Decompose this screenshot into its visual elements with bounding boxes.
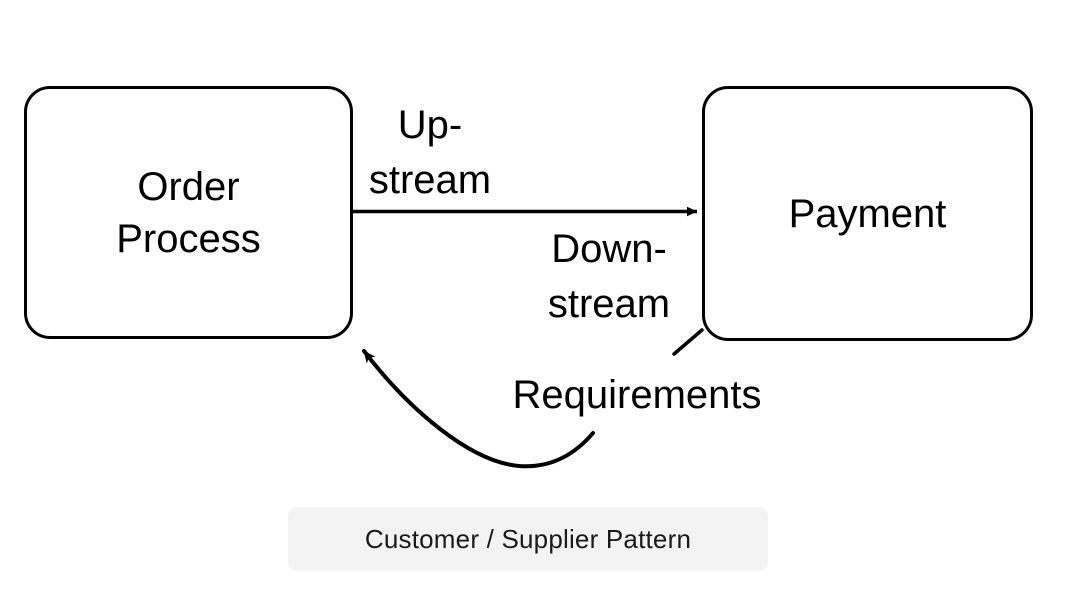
caption-text: Customer / Supplier Pattern: [364, 523, 692, 554]
node-payment[interactable]: Payment: [702, 86, 1033, 341]
edge-label-upstream: Up- stream: [368, 103, 492, 202]
edge-payment-to-order: [362, 349, 595, 469]
edge-label-requirements: Requirements: [512, 373, 762, 417]
edge-label-downstream: Down- stream: [547, 227, 671, 326]
edge-requirements-stub: [672, 328, 704, 356]
caption-bar: Customer / Supplier Pattern: [288, 507, 768, 571]
node-order-process[interactable]: Order Process: [24, 86, 353, 339]
node-payment-label: Payment: [788, 191, 947, 236]
node-order-process-label: Order Process: [116, 164, 261, 261]
